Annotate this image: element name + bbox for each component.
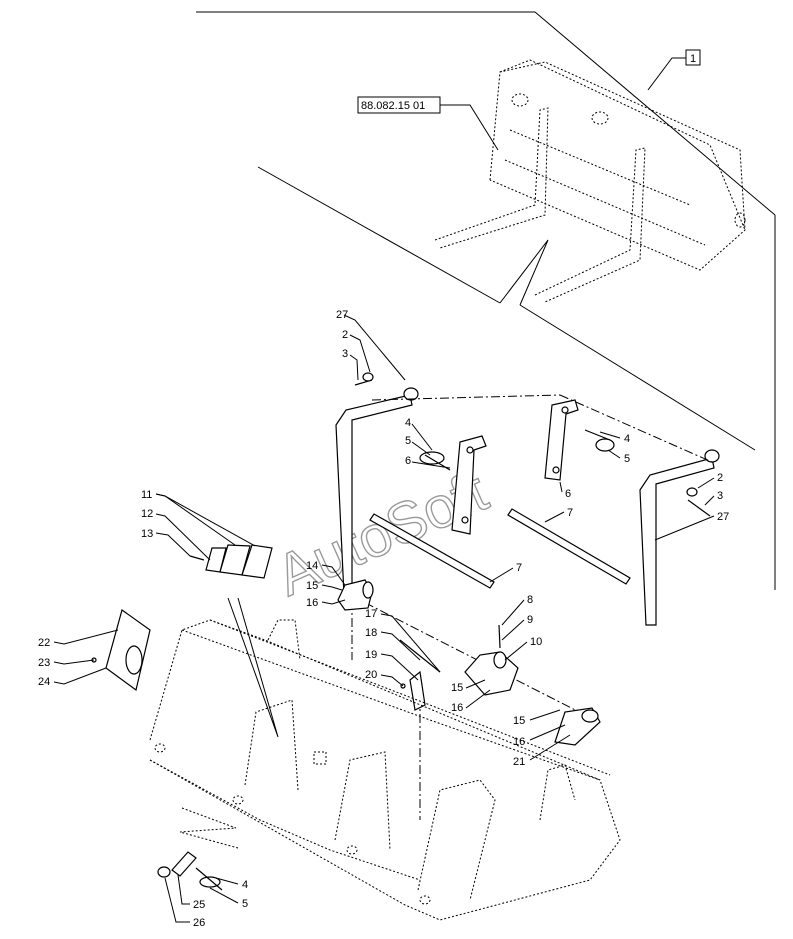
- callout-c6b[interactable]: 6: [565, 488, 571, 500]
- callout-c5a[interactable]: 5: [405, 435, 411, 447]
- callout-c14[interactable]: 14: [306, 560, 318, 572]
- pin-4-right: [584, 429, 611, 441]
- callout-c8[interactable]: 8: [527, 594, 533, 606]
- callout-c27b[interactable]: 27: [717, 511, 729, 523]
- callout-c16c[interactable]: 16: [513, 736, 525, 748]
- callout-c10[interactable]: 10: [530, 636, 542, 648]
- callout-c3a[interactable]: 3: [342, 348, 348, 360]
- ring-pin-5-left: [419, 451, 445, 465]
- rod-17: [399, 639, 441, 673]
- callout-c9[interactable]: 9: [527, 614, 533, 626]
- callout-c15b[interactable]: 15: [451, 682, 463, 694]
- callout-c7a[interactable]: 7: [516, 562, 522, 574]
- callout-c5b[interactable]: 5: [624, 453, 630, 465]
- callout-c4c[interactable]: 4: [242, 879, 248, 891]
- callout-c15a[interactable]: 15: [306, 580, 318, 592]
- fork-bracket-right: [544, 399, 579, 481]
- locking-pin-assembly: [157, 851, 223, 891]
- reference-text: 88.082.15 01: [361, 100, 425, 112]
- main-bucket: [149, 619, 621, 921]
- shaft-7-left: [369, 513, 495, 589]
- callout-c13[interactable]: 13: [141, 528, 153, 540]
- bolt-13: [189, 555, 205, 561]
- callout-c7b[interactable]: 7: [567, 507, 573, 519]
- mount-bracket-14: [337, 579, 374, 611]
- assembly-number-box[interactable]: 1: [685, 49, 701, 66]
- callout-c11[interactable]: 11: [141, 489, 152, 501]
- callout-c5c[interactable]: 5: [242, 898, 248, 910]
- callout-c27a[interactable]: 27: [336, 309, 348, 321]
- callout-c15c[interactable]: 15: [513, 715, 525, 727]
- callout-c25[interactable]: 25: [193, 899, 205, 911]
- callout-c6a[interactable]: 6: [405, 455, 411, 467]
- callout-c17[interactable]: 17: [365, 608, 377, 620]
- callout-c22[interactable]: 22: [38, 637, 50, 649]
- callout-c4b[interactable]: 4: [624, 433, 630, 445]
- mount-bracket-10: [464, 651, 519, 696]
- callout-c20[interactable]: 20: [365, 669, 377, 681]
- wear-plates-11-12: [205, 544, 273, 579]
- ring-pin-5-right: [595, 438, 615, 452]
- callout-c26[interactable]: 26: [193, 917, 205, 929]
- callout-c12[interactable]: 12: [141, 508, 153, 520]
- cover-22: [105, 609, 151, 692]
- reference-label[interactable]: 88.082.15 01: [357, 96, 441, 114]
- callout-c18[interactable]: 18: [365, 627, 377, 639]
- spring-2-right: [686, 487, 698, 497]
- leader-lines: [53, 314, 715, 923]
- clip-19: [409, 670, 426, 711]
- bucket-with-forks-inset: [434, 59, 746, 303]
- shaft-7-right: [507, 508, 631, 585]
- callout-c19[interactable]: 19: [365, 649, 377, 661]
- callout-c16a[interactable]: 16: [306, 597, 318, 609]
- callout-c4a[interactable]: 4: [405, 417, 411, 429]
- fork-tine-right: [639, 449, 720, 626]
- mount-bracket-21: [554, 707, 601, 746]
- callout-c3b[interactable]: 3: [717, 490, 723, 502]
- callout-c21[interactable]: 21: [513, 756, 525, 768]
- callout-c2b[interactable]: 2: [717, 472, 723, 484]
- pin-3-right: [687, 499, 711, 517]
- bolt-8: [498, 624, 501, 649]
- callout-c16b[interactable]: 16: [451, 702, 463, 714]
- assembly-number: 1: [690, 53, 696, 65]
- fork-bracket-left: [451, 435, 487, 535]
- callout-c2a[interactable]: 2: [342, 329, 348, 341]
- callout-c24[interactable]: 24: [38, 676, 50, 688]
- callout-c23[interactable]: 23: [38, 657, 50, 669]
- spring-2-left: [362, 372, 374, 382]
